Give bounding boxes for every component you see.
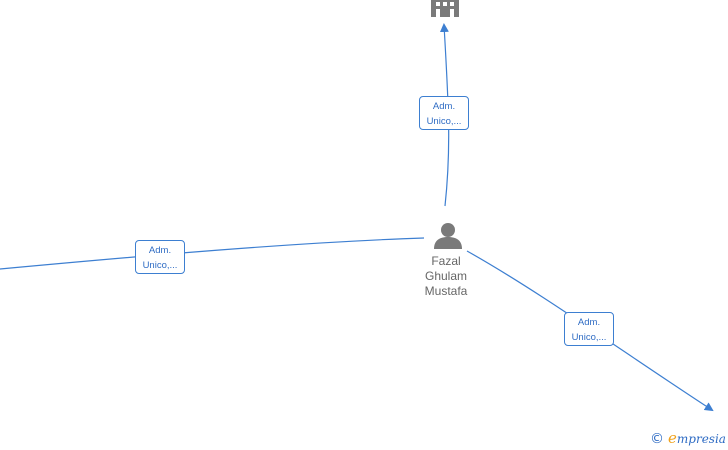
edge-label-line: Unico,...	[142, 260, 178, 271]
copyright-icon: ©	[650, 431, 664, 447]
person-icon[interactable]	[434, 223, 462, 249]
brand-watermark: ©empresia	[650, 429, 726, 447]
building-icon[interactable]	[431, 0, 459, 17]
edge-label-line: Adm.	[432, 101, 456, 112]
person-name-line: Fazal	[431, 254, 461, 268]
person-name[interactable]: Fazal Ghulam Mustafa	[408, 254, 484, 299]
person-name-line: Ghulam	[424, 269, 468, 283]
edge-label-line: Adm.	[577, 317, 601, 328]
edge-label-left[interactable]: Adm. Unico,...	[135, 240, 185, 274]
brand-initial: e	[668, 429, 677, 447]
edge-label-company[interactable]: Adm. Unico,...	[419, 96, 469, 130]
person-name-line: Mustafa	[424, 284, 468, 298]
edge-label-line: Adm.	[148, 245, 172, 256]
edge-label-line: Unico,...	[426, 116, 462, 127]
brand-name: mpresia	[676, 432, 726, 446]
edge-line-left	[0, 237, 425, 270]
edge-label-bottom-right[interactable]: Adm. Unico,...	[564, 312, 614, 346]
edge-label-line: Unico,...	[571, 332, 607, 343]
